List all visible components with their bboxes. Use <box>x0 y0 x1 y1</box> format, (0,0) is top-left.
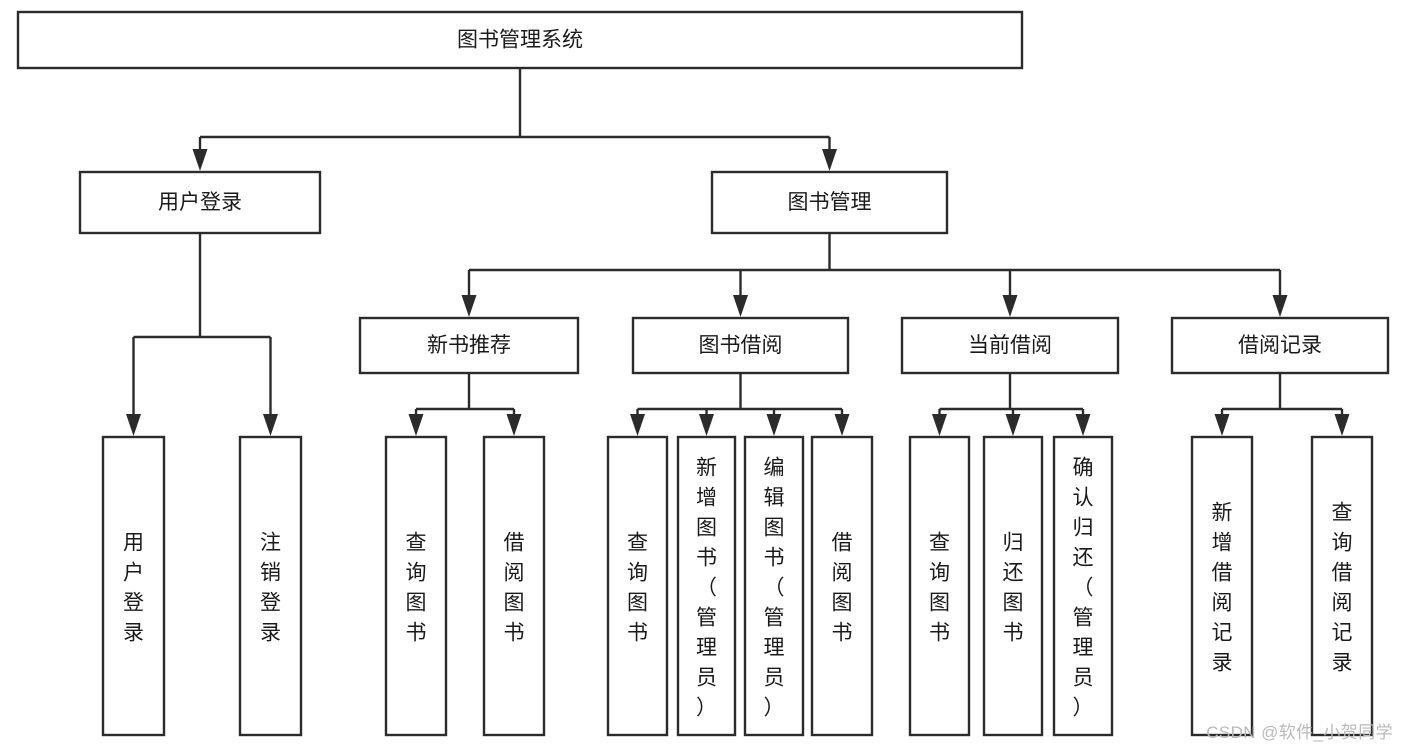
node-label: 查询借阅记录 <box>1332 501 1353 674</box>
node-box <box>101 435 166 737</box>
arrow-head-icon <box>263 414 278 436</box>
node-box <box>631 316 850 375</box>
node-current-borrow[interactable]: 当前借阅 <box>900 316 1120 375</box>
node-label: 图书管理 <box>788 191 872 214</box>
node-leaf-edit-book[interactable]: 编辑图书（管理员） <box>743 435 805 737</box>
arrow-head-icon <box>822 149 837 171</box>
node-label: 借阅图书 <box>832 531 853 644</box>
node-label: 查询图书 <box>406 531 427 644</box>
node-leaf-query-book-borrow[interactable]: 查询图书 <box>606 435 669 737</box>
arrow-head-icon <box>1214 414 1230 436</box>
arrow-head-icon <box>126 414 141 436</box>
node-borrow-record[interactable]: 借阅记录 <box>1170 316 1390 375</box>
arrow-head-icon <box>1334 414 1350 436</box>
arrow-head-icon <box>1272 295 1288 317</box>
node-leaf-query-book-rec[interactable]: 查询图书 <box>384 435 448 737</box>
node-label: 图书管理系统 <box>457 29 583 52</box>
node-leaf-add-record[interactable]: 新增借阅记录 <box>1190 435 1254 737</box>
arrow-head-icon <box>408 414 424 436</box>
arrow-head-icon <box>699 414 714 436</box>
arrow-head-icon <box>506 414 522 436</box>
node-label: 新书推荐 <box>427 334 511 357</box>
node-new-book-recommend[interactable]: 新书推荐 <box>358 316 580 375</box>
node-label: 查询图书 <box>929 531 950 644</box>
node-label: 用户登录 <box>158 191 242 214</box>
node-label: 用户登录 <box>123 531 144 644</box>
arrow-head-icon <box>192 149 208 171</box>
connector-layer <box>126 68 1350 436</box>
node-box <box>16 10 1024 70</box>
node-box <box>810 435 874 737</box>
node-box <box>482 435 546 737</box>
arrow-head-icon <box>630 414 645 436</box>
node-label: 查询图书 <box>627 531 648 644</box>
node-box <box>1190 435 1254 737</box>
node-leaf-borrow-book-rec[interactable]: 借阅图书 <box>482 435 546 737</box>
node-leaf-borrow-book[interactable]: 借阅图书 <box>810 435 874 737</box>
node-label: 归还图书 <box>1003 531 1024 644</box>
arrow-head-icon <box>733 295 748 317</box>
node-box <box>78 170 322 235</box>
node-box <box>358 316 580 375</box>
node-label: 注销登录 <box>260 531 281 644</box>
node-leaf-query-book-current[interactable]: 查询图书 <box>908 435 971 737</box>
node-box <box>982 435 1044 737</box>
arrow-head-icon <box>766 414 782 436</box>
node-label: 借阅记录 <box>1238 334 1322 357</box>
node-box <box>743 435 805 737</box>
node-label: 编辑图书（管理员） <box>764 456 785 719</box>
node-book-management[interactable]: 图书管理 <box>710 170 949 235</box>
arrow-head-icon <box>1002 295 1018 317</box>
node-box <box>1310 435 1374 737</box>
node-layer: 图书管理系统用户登录图书管理新书推荐图书借阅当前借阅借阅记录用户登录注销登录查询… <box>16 10 1390 737</box>
node-box <box>238 435 303 737</box>
node-box <box>1052 435 1114 737</box>
arrow-head-icon <box>461 295 477 317</box>
node-label: 图书借阅 <box>699 334 783 357</box>
node-leaf-confirm-return[interactable]: 确认归还（管理员） <box>1052 435 1114 737</box>
node-leaf-add-book[interactable]: 新增图书（管理员） <box>676 435 737 737</box>
node-box <box>384 435 448 737</box>
node-user-login[interactable]: 用户登录 <box>78 170 322 235</box>
node-root[interactable]: 图书管理系统 <box>16 10 1024 70</box>
node-leaf-query-record[interactable]: 查询借阅记录 <box>1310 435 1374 737</box>
node-box <box>1170 316 1390 375</box>
node-label: 确认归还（管理员） <box>1073 456 1094 719</box>
node-label: 新增借阅记录 <box>1212 501 1233 674</box>
node-leaf-return-book[interactable]: 归还图书 <box>982 435 1044 737</box>
node-box <box>606 435 669 737</box>
node-box <box>676 435 737 737</box>
arrow-head-icon <box>834 414 850 436</box>
arrow-head-icon <box>932 414 947 436</box>
arrow-head-icon <box>1075 414 1091 436</box>
node-box <box>900 316 1120 375</box>
node-label: 借阅图书 <box>504 531 525 644</box>
node-box <box>710 170 949 235</box>
node-leaf-user-logout[interactable]: 注销登录 <box>238 435 303 737</box>
node-box <box>908 435 971 737</box>
arrow-head-icon <box>1005 414 1021 436</box>
node-label: 当前借阅 <box>968 334 1052 357</box>
node-label: 新增图书（管理员） <box>696 456 717 719</box>
node-book-borrow[interactable]: 图书借阅 <box>631 316 850 375</box>
node-leaf-user-login[interactable]: 用户登录 <box>101 435 166 737</box>
